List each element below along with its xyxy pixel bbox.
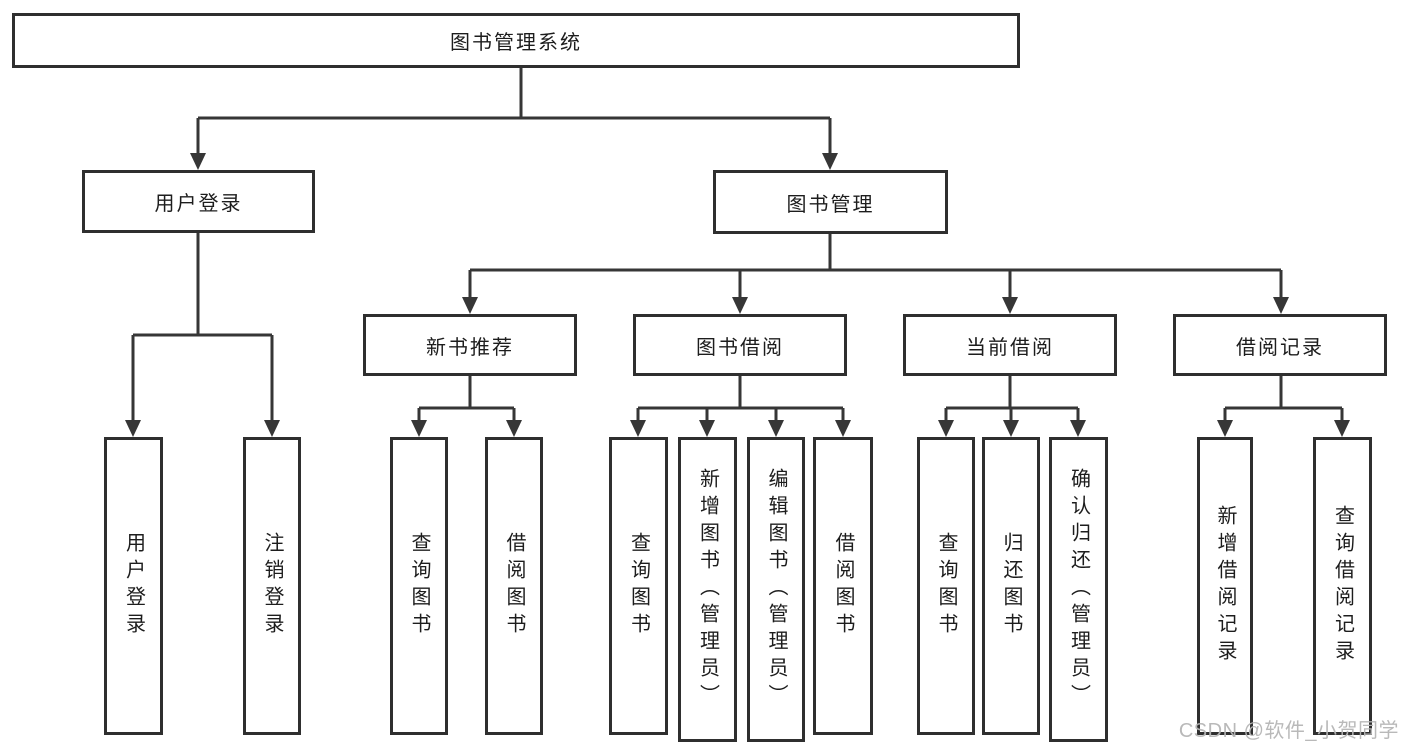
node-label: 图书管理系统 — [450, 32, 582, 54]
node-label: 图书借阅 — [696, 336, 784, 359]
node-label: 新书推荐 — [426, 336, 514, 359]
node-leaf-logout: 注销登录 — [243, 437, 301, 735]
node-book-management: 图书管理 — [713, 170, 948, 234]
node-leaf-edit-book-admin: 编辑图书（管理员） — [747, 437, 805, 742]
node-leaf-add-book-admin: 新增图书（管理员） — [678, 437, 737, 742]
node-label: 借阅记录 — [1236, 336, 1324, 359]
node-leaf-query-borrow-record: 查询借阅记录 — [1313, 437, 1372, 735]
node-leaf-query-book-rec: 查询图书 — [390, 437, 448, 735]
node-leaf-confirm-return-admin: 确认归还（管理员） — [1049, 437, 1108, 742]
node-user-login: 用户登录 — [82, 170, 315, 233]
node-label: 查询图书 — [935, 532, 957, 640]
node-leaf-borrow-book-rec: 借阅图书 — [485, 437, 543, 735]
watermark: CSDN @软件_小贺同学 — [1178, 720, 1399, 742]
node-label: 查询图书 — [627, 532, 650, 640]
node-label: 注销登录 — [261, 532, 283, 640]
node-system-root: 图书管理系统 — [12, 13, 1020, 68]
node-label: 借阅图书 — [832, 532, 854, 640]
node-leaf-query-book: 查询图书 — [609, 437, 668, 735]
node-new-book-recommend: 新书推荐 — [363, 314, 577, 376]
node-label: 用户登录 — [122, 532, 145, 640]
node-book-borrow: 图书借阅 — [633, 314, 847, 376]
node-label: 借阅图书 — [503, 532, 525, 640]
node-label: 新增借阅记录 — [1214, 505, 1236, 667]
node-borrow-records: 借阅记录 — [1173, 314, 1387, 376]
node-label: 图书管理 — [786, 193, 875, 216]
node-label: 归还图书 — [1000, 532, 1022, 640]
node-label: 新增图书（管理员） — [696, 468, 719, 711]
node-label: 确认归还（管理员） — [1067, 468, 1090, 711]
node-leaf-query-current: 查询图书 — [917, 437, 975, 735]
node-current-borrow: 当前借阅 — [903, 314, 1117, 376]
node-leaf-return-book: 归还图书 — [982, 437, 1040, 735]
node-leaf-user-login: 用户登录 — [104, 437, 163, 735]
node-label: 编辑图书（管理员） — [765, 468, 787, 711]
node-label: 当前借阅 — [966, 336, 1054, 359]
node-leaf-add-borrow-record: 新增借阅记录 — [1197, 437, 1253, 735]
node-label: 用户登录 — [154, 193, 243, 215]
node-leaf-borrow-book: 借阅图书 — [813, 437, 873, 735]
node-label: 查询图书 — [408, 532, 430, 640]
node-label: 查询借阅记录 — [1331, 505, 1354, 667]
